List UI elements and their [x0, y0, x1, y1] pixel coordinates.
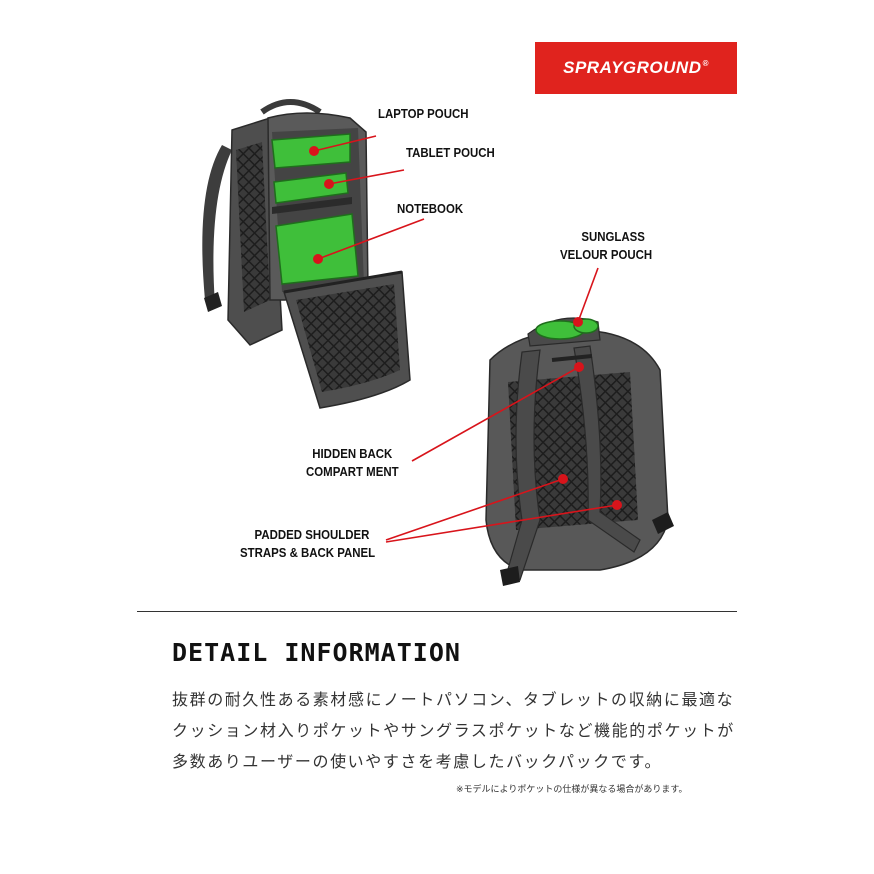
callout-laptop-pouch: LAPTOP POUCH — [378, 106, 469, 121]
callout-sunglass-line2: VELOUR POUCH — [560, 247, 653, 262]
callout-padded-line1: PADDED SHOULDER — [254, 527, 370, 542]
model-variation-note: ※モデルによりポケットの仕様が異なる場合があります。 — [456, 785, 688, 795]
callout-hidden-back-line1: HIDDEN BACK — [312, 446, 393, 461]
callout-padded-line2: STRAPS & BACK PANEL — [240, 545, 376, 560]
mesh-back-panel-1 — [236, 142, 270, 312]
brand-logo: SPRAYGROUND® — [535, 42, 737, 94]
detail-line-3: 多数ありユーザーの使いやすさを考慮したバックパックです。 — [172, 752, 663, 771]
detail-line-1: 抜群の耐久性ある素材感にノートパソコン、タブレットの収納に最適な — [172, 690, 735, 709]
callout-hidden-back: HIDDEN BACK COMPART MENT — [306, 445, 399, 481]
section-divider — [137, 611, 737, 612]
detail-heading: DETAIL INFORMATION — [172, 638, 461, 667]
callout-hidden-back-line2: COMPART MENT — [306, 464, 399, 479]
callout-sunglass-pouch: SUNGLASS VELOUR POUCH — [560, 228, 652, 264]
brand-registered-mark: ® — [702, 59, 709, 69]
detail-line-2: クッション材入りポケットやサングラスポケットなど機能的ポケットが — [172, 721, 735, 740]
backpack-open-front — [202, 99, 425, 409]
callout-notebook: NOTEBOOK — [397, 201, 464, 216]
brand-name: SPRAYGROUND — [563, 58, 702, 77]
notebook-shape — [275, 213, 359, 285]
callout-padded-straps: PADDED SHOULDER STRAPS & BACK PANEL — [240, 526, 375, 562]
callout-tablet-pouch: TABLET POUCH — [406, 145, 495, 160]
backpack-back-view — [385, 267, 674, 586]
mesh-front-flap — [296, 284, 400, 392]
mesh-back-panel-2 — [508, 372, 638, 530]
callout-sunglass-line1: SUNGLASS — [581, 229, 645, 244]
